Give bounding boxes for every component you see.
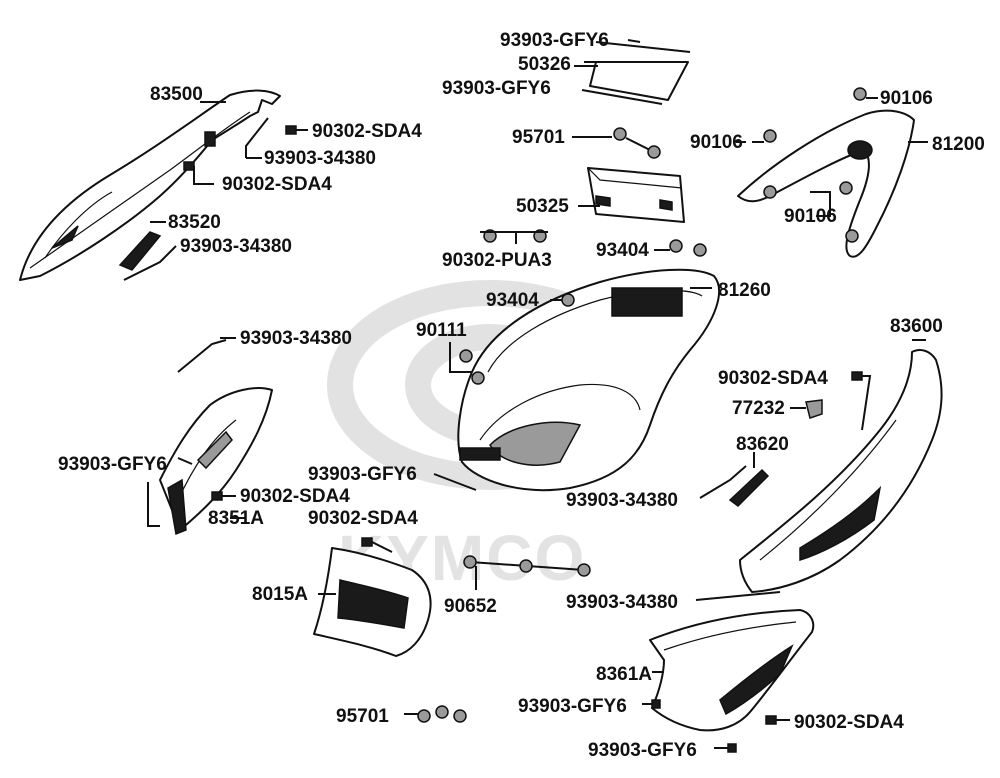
label-93903-34380-a: 93903-34380 <box>264 148 376 169</box>
label-93404-b: 93404 <box>486 290 539 311</box>
fastener-95701-top <box>572 127 661 159</box>
label-90302-sda4-a: 90302-SDA4 <box>312 121 422 142</box>
label-83600: 83600 <box>890 316 943 337</box>
fastener-93903-gfy6-bot <box>714 743 737 753</box>
part-83500-side-cover <box>19 89 281 281</box>
label-50326: 50326 <box>518 54 571 75</box>
label-8351a: 8351A <box>208 508 264 529</box>
label-93903-34380-b: 93903-34380 <box>180 236 292 257</box>
part-83620-bracket <box>699 452 770 507</box>
fastener-90302-sda4-e <box>851 371 872 431</box>
label-90106-c: 90106 <box>784 206 837 227</box>
label-95701-top: 95701 <box>512 127 565 148</box>
fastener-90106-a <box>853 87 878 101</box>
label-83520: 83520 <box>168 212 221 233</box>
label-81260: 81260 <box>718 280 771 301</box>
label-77232: 77232 <box>732 398 785 419</box>
label-95701-bot: 95701 <box>336 706 389 727</box>
label-93903-gfy6-mid: 93903-GFY6 <box>308 464 417 485</box>
label-90106-a: 90106 <box>880 88 933 109</box>
label-83620: 83620 <box>736 434 789 455</box>
fastener-93903-gfy6-r <box>642 699 661 709</box>
label-83500: 83500 <box>150 84 203 105</box>
label-90111: 90111 <box>416 320 467 341</box>
label-93903-gfy6-top: 93903-GFY6 <box>500 30 609 51</box>
part-8015a-front-cover <box>313 547 432 657</box>
part-90652-rod <box>463 555 591 590</box>
label-93903-34380-c: 93903-34380 <box>240 328 352 349</box>
label-90302-sda4-c: 90302-SDA4 <box>240 486 350 507</box>
fastener-93903-34380-c <box>177 337 236 373</box>
label-81200: 81200 <box>932 134 985 155</box>
label-50325: 50325 <box>516 196 569 217</box>
part-50326-plate <box>574 41 691 105</box>
label-8361a: 8361A <box>596 664 652 685</box>
fastener-90106-b <box>752 129 777 143</box>
label-90106-b: 90106 <box>690 132 743 153</box>
fastener-90302-pua3 <box>480 229 548 244</box>
label-8015a: 8015A <box>252 584 308 605</box>
part-81260-storage-bin <box>457 268 721 492</box>
label-93903-gfy6-b: 93903-GFY6 <box>442 78 551 99</box>
part-8351a-inner-cover <box>159 387 273 536</box>
fastener-90302-sda4-f <box>765 715 790 725</box>
label-93903-34380-e: 93903-34380 <box>566 592 678 613</box>
fastener-93903-gfy6-left <box>147 482 160 527</box>
label-90652: 90652 <box>444 596 497 617</box>
label-90302-sda4-e: 90302-SDA4 <box>718 368 828 389</box>
fastener-90111 <box>449 342 485 385</box>
fastener-90106-c <box>810 181 853 217</box>
part-83600-side-cover <box>739 339 943 593</box>
label-90302-pua3: 90302-PUA3 <box>442 250 552 271</box>
part-50325-battery-box <box>578 167 685 223</box>
label-90302-sda4-b: 90302-SDA4 <box>222 174 332 195</box>
part-labels: 83500 90302-SDA4 93903-34380 90302-SDA4 … <box>58 30 985 761</box>
fastener-90302-sda4-c <box>211 491 236 501</box>
fastener-90302-sda4-d <box>361 537 393 553</box>
label-93903-gfy6-left: 93903-GFY6 <box>58 454 167 475</box>
label-90302-sda4-d: 90302-SDA4 <box>308 508 418 529</box>
part-8361a-lower-cover <box>649 609 815 732</box>
fastener-93903-34380-e <box>695 591 781 601</box>
fastener-90302-sda4-a <box>285 125 308 135</box>
label-93903-34380-d: 93903-34380 <box>566 490 678 511</box>
part-83520-bracket <box>118 221 177 281</box>
label-93903-gfy6-r: 93903-GFY6 <box>518 696 627 717</box>
fastener-93903-34380-a <box>245 117 269 159</box>
part-81200-grab-rail <box>737 109 928 258</box>
leader-lines <box>177 39 746 519</box>
fastener-93404-b <box>550 293 575 307</box>
fastener-90302-sda4-b <box>183 161 214 185</box>
label-93903-gfy6-bot: 93903-GFY6 <box>588 740 697 761</box>
fastener-93903-gfy6-mid <box>433 473 477 491</box>
label-93404-a: 93404 <box>596 240 649 261</box>
fastener-95701-bot <box>404 705 467 723</box>
label-90302-sda4-f: 90302-SDA4 <box>794 712 904 733</box>
fastener-77232 <box>790 399 823 419</box>
fastener-93404-a <box>654 239 707 257</box>
